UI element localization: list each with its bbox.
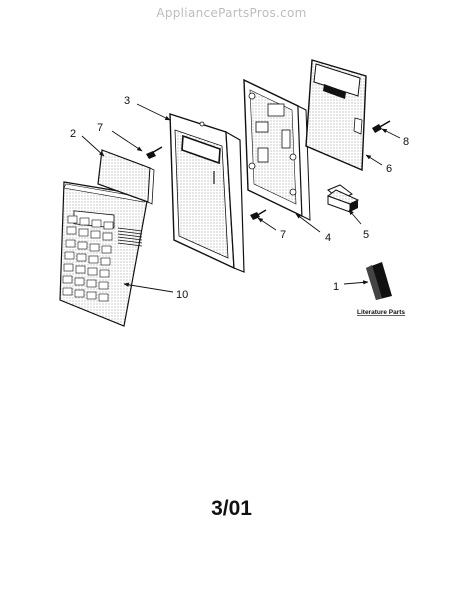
callout-3: 3 bbox=[124, 95, 130, 107]
callout-10: 10 bbox=[176, 289, 188, 301]
callout-2: 2 bbox=[70, 128, 76, 140]
callout-7-upper: 7 bbox=[97, 122, 103, 134]
literature-parts-label: Literature Parts bbox=[357, 309, 405, 316]
callout-8: 8 bbox=[403, 136, 409, 148]
part-10-keypad-membrane bbox=[59, 181, 149, 327]
callout-7-lower: 7 bbox=[280, 229, 286, 241]
part-5-bracket bbox=[326, 184, 360, 213]
callout-1: 1 bbox=[333, 281, 339, 293]
part-7-screw-lower bbox=[250, 209, 267, 220]
part-2-window-panel bbox=[97, 149, 155, 205]
part-1-literature-booklet bbox=[366, 262, 392, 300]
part-8-screw bbox=[372, 120, 391, 133]
part-4-control-board bbox=[243, 78, 311, 221]
part-7-screw-upper bbox=[146, 146, 163, 159]
date-code: 3/01 bbox=[211, 497, 252, 520]
part-3-control-frame bbox=[169, 113, 245, 273]
callout-5: 5 bbox=[363, 229, 369, 241]
callout-leaders bbox=[81, 103, 401, 293]
callout-4: 4 bbox=[325, 232, 331, 244]
watermark: AppliancePartsPros.com bbox=[156, 6, 307, 20]
part-6-cover-plate bbox=[305, 59, 367, 172]
callout-6: 6 bbox=[386, 163, 392, 175]
